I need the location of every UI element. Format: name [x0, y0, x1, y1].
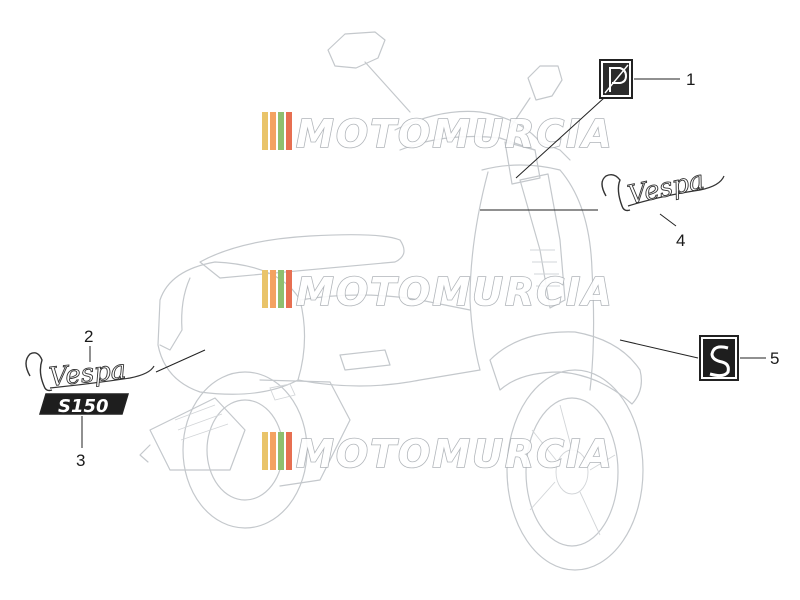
leader-line-2b [155, 349, 206, 373]
s-letter-icon [709, 345, 730, 378]
watermark-top: MOTOMURCIA [262, 111, 614, 157]
vespa-script-front: Vespa [625, 165, 707, 210]
callout-number-4: 4 [676, 231, 685, 250]
p-badge-part [599, 59, 633, 99]
vespa-script-side: Vespa [48, 355, 128, 393]
vespa-front-logo-part: Vespa [601, 165, 725, 211]
callout-number-5: 5 [770, 349, 779, 368]
watermark-bottom: MOTOMURCIA [262, 431, 614, 477]
watermark-text: MOTOMURCIA [296, 432, 614, 476]
s-badge-fill [703, 339, 735, 377]
leader-line-5 [619, 339, 699, 359]
watermark-text: MOTOMURCIA [296, 112, 614, 156]
s-badge-part [699, 335, 739, 381]
watermark-middle: MOTOMURCIA [262, 269, 614, 315]
callout-number-3: 3 [76, 451, 85, 470]
leader-line-4b [659, 213, 677, 227]
s150-badge-text: S150 [58, 396, 109, 417]
s150-badge-shape [38, 393, 130, 415]
p-letter-icon [609, 67, 628, 92]
callout-number-2: 2 [84, 327, 93, 346]
leader-line-1b [515, 97, 605, 179]
scooter-outline [139, 31, 644, 571]
s150-badge-part: S150 [38, 393, 130, 417]
callout-number-1: 1 [686, 70, 695, 89]
watermark-text: MOTOMURCIA [296, 270, 614, 314]
